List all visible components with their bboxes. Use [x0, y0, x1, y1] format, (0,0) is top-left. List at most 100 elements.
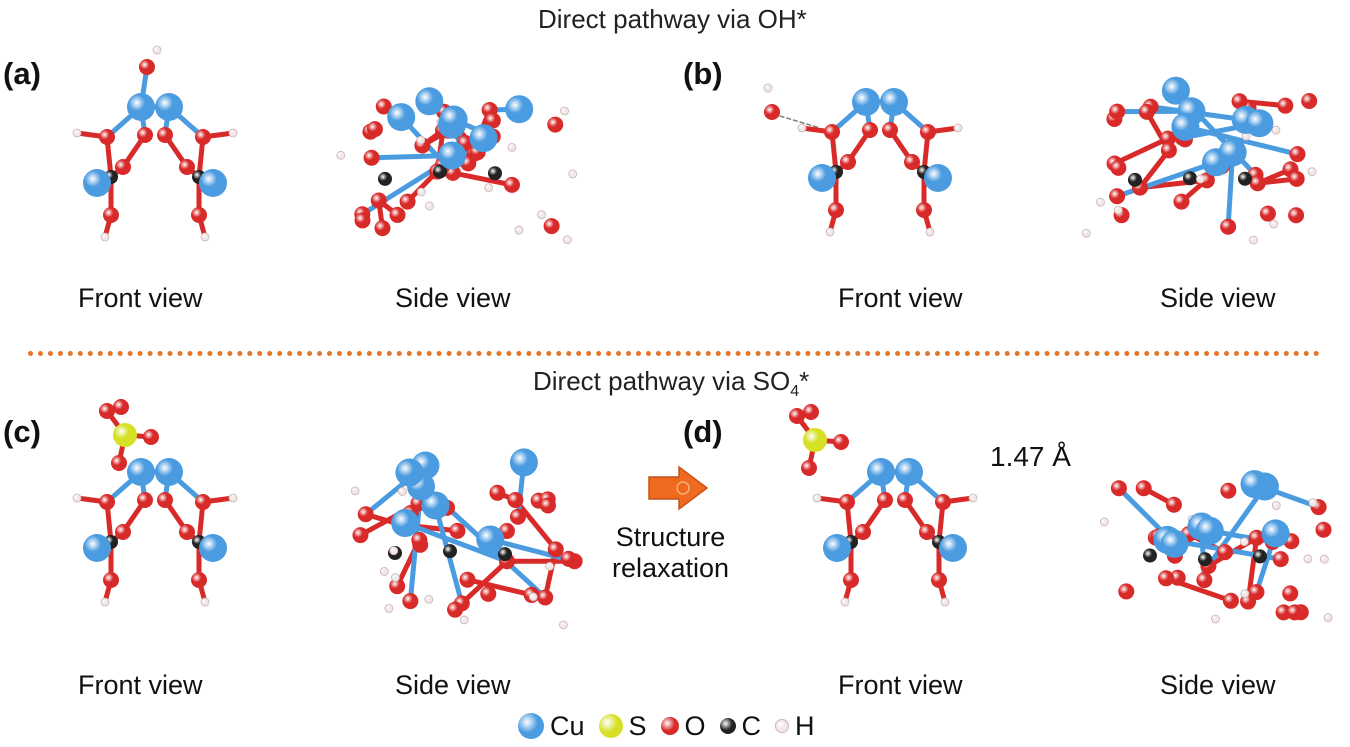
atom-cu [199, 169, 227, 197]
atom-h [763, 83, 773, 93]
atom-h [350, 486, 360, 496]
atom-c [1183, 171, 1197, 186]
atom-o [1282, 585, 1299, 602]
atom-o [375, 98, 392, 115]
front-view-label-a: Front view [78, 283, 203, 313]
atom-o [1110, 480, 1127, 497]
atom-s [803, 428, 827, 452]
atom-h [200, 232, 210, 242]
atom-o [99, 403, 115, 419]
structure-d-front [789, 404, 978, 607]
atom-h [559, 620, 568, 630]
legend-item-o: O [660, 711, 706, 742]
atom-o [904, 154, 920, 170]
atom-cu [880, 88, 908, 116]
atom-o [1173, 193, 1190, 210]
atom-o [1231, 93, 1248, 110]
atom-o [143, 429, 159, 445]
atom-o [789, 408, 805, 424]
side-view-label-a: Side view [395, 283, 511, 313]
atom-o [1118, 583, 1135, 600]
atom-o [179, 159, 195, 175]
atom-h [514, 225, 524, 235]
atom-o [1158, 570, 1175, 587]
structure-c-side [350, 448, 583, 630]
atom-o [828, 202, 844, 218]
bottom-title-subscript: 4 [790, 383, 800, 401]
top-title: Direct pathway via OH* [538, 4, 807, 34]
bond [465, 577, 535, 598]
atom-c [433, 164, 447, 179]
atom-cu [808, 164, 836, 192]
atom-o [352, 527, 369, 544]
atom-o [897, 492, 913, 508]
atom-h [1323, 613, 1333, 623]
atom-o [840, 154, 856, 170]
atom-c [1253, 549, 1267, 564]
legend-item-s: S [598, 711, 647, 742]
atom-o [1277, 97, 1294, 114]
atom-h [416, 135, 426, 145]
atom-h [1081, 228, 1091, 238]
atom-h [1113, 205, 1123, 215]
legend-label: C [741, 710, 762, 741]
atom-o [1288, 170, 1305, 187]
atom-h [1099, 517, 1109, 527]
atom-o [157, 127, 173, 143]
atom-o [115, 524, 131, 540]
atom-o [843, 572, 859, 588]
atom-cu [895, 458, 923, 486]
atom-h [100, 232, 110, 242]
atom-h [336, 150, 346, 160]
atom-o [920, 124, 936, 140]
atom-o [1248, 529, 1265, 546]
atom-o [137, 492, 153, 508]
atom-cu [155, 458, 183, 486]
bond [512, 497, 559, 552]
atom-o [357, 506, 374, 523]
atom-h [968, 493, 978, 503]
atom-o [354, 212, 371, 229]
atom-h [72, 493, 82, 503]
atom-o [1220, 218, 1237, 235]
structure-c-front [72, 399, 238, 607]
atom-h [1240, 589, 1250, 599]
atom-o [99, 494, 115, 510]
atom-o [103, 207, 119, 223]
atom-o [1165, 496, 1182, 513]
atom-c [488, 166, 502, 181]
atom-cu [469, 124, 498, 153]
atom-o [1259, 205, 1276, 222]
atom-o [103, 572, 119, 588]
atom-c [1143, 548, 1157, 563]
atom-h [1096, 197, 1105, 207]
atom-o [484, 112, 501, 129]
structure-a-front [72, 45, 238, 242]
atom-o [99, 129, 115, 145]
atom-h [1249, 235, 1258, 245]
atom-h [825, 227, 835, 237]
relaxation-arrow-icon [648, 465, 709, 511]
atom-o [1159, 130, 1176, 147]
atom-h [200, 597, 210, 607]
atom-o [389, 578, 406, 595]
panel-label-b: (b) [683, 56, 723, 91]
front-view-label-d: Front view [838, 670, 963, 700]
bottom-title: Direct pathway via SO4* [533, 366, 809, 401]
atom-c [1198, 552, 1212, 567]
atom-o [1301, 92, 1318, 109]
bond [1112, 136, 1171, 166]
atom-o [447, 601, 464, 618]
atom-o [1109, 103, 1126, 120]
atom-cu [1195, 516, 1224, 545]
atom-o [801, 460, 817, 476]
relaxation-label: Structure relaxation [612, 522, 729, 584]
atom-o [1196, 572, 1213, 589]
atom-o [191, 572, 207, 588]
atom-o [195, 494, 211, 510]
atom-cu [476, 525, 505, 554]
panel-label-c: (c) [3, 414, 41, 449]
atom-h [940, 597, 950, 607]
atom-h [384, 604, 394, 613]
